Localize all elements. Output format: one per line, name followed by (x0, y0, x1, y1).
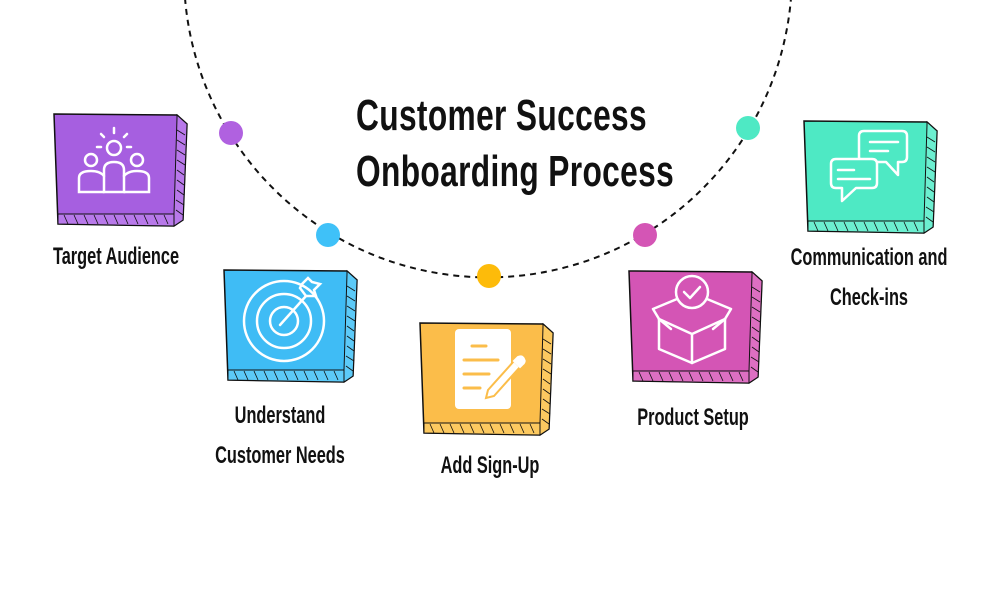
step-label-target-audience: Target Audience (52, 243, 180, 270)
step-dot-4 (633, 223, 657, 247)
step-dot-1 (219, 121, 243, 145)
document-pencil-icon (455, 329, 526, 409)
title-line-1: Customer Success (356, 91, 648, 140)
box-check-icon (651, 274, 733, 365)
chat-bubbles-icon (829, 129, 909, 203)
step-label-understand-needs: Understand Customer Needs (215, 402, 345, 469)
audience-icon (77, 126, 151, 194)
step-card-target-audience (50, 110, 190, 230)
step-card-communication (800, 117, 940, 237)
step-dot-3 (477, 264, 501, 288)
page-title: Customer Success Onboarding Process (356, 88, 675, 200)
target-icon (242, 276, 326, 363)
step-card-understand-needs (220, 266, 360, 386)
step-dot-5 (736, 116, 760, 140)
step-card-product-setup (625, 267, 765, 387)
step-label-add-sign-up: Add Sign-Up (440, 452, 540, 479)
step-card-add-sign-up (416, 319, 556, 439)
title-line-2: Onboarding Process (356, 147, 675, 196)
step-label-communication: Communication and Check-ins (790, 244, 948, 311)
step-label-product-setup: Product Setup (637, 404, 749, 431)
step-dot-2 (316, 223, 340, 247)
